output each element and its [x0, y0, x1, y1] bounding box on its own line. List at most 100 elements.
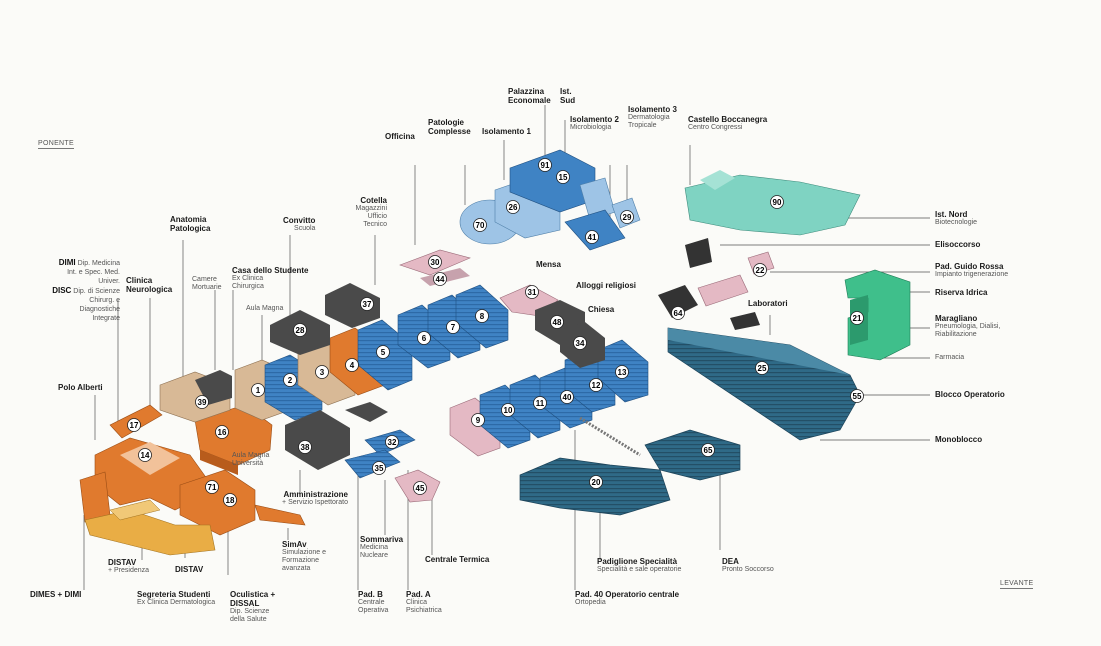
building-marker-45[interactable]: 45 — [413, 481, 427, 495]
building-marker-90[interactable]: 90 — [770, 195, 784, 209]
label-mensa[interactable]: Mensa — [536, 260, 561, 269]
building-marker-55[interactable]: 55 — [850, 389, 864, 403]
label-riserva[interactable]: Riserva Idrica — [935, 288, 988, 297]
building-marker-11[interactable]: 11 — [533, 396, 547, 410]
label-patologie[interactable]: Patologie Complesse — [428, 118, 471, 136]
building-marker-65[interactable]: 65 — [701, 443, 715, 457]
building-marker-39[interactable]: 39 — [195, 395, 209, 409]
label-isolamento1[interactable]: Isolamento 1 — [482, 127, 531, 136]
marker-number: 40 — [563, 393, 572, 402]
label-anatomia[interactable]: Anatomia Patologica — [170, 215, 211, 233]
label-palazzina[interactable]: Palazzina Economale — [508, 87, 551, 105]
building-marker-16[interactable]: 16 — [215, 425, 229, 439]
building-marker-38[interactable]: 38 — [298, 440, 312, 454]
west-cluster-yellow — [84, 499, 216, 556]
marker-number: 1 — [256, 386, 261, 395]
building-marker-5[interactable]: 5 — [376, 345, 390, 359]
label-polo-alberti[interactable]: Polo Alberti — [58, 383, 103, 392]
building-marker-20[interactable]: 20 — [589, 475, 603, 489]
label-dimes-dimi[interactable]: DIMES + DIMI — [30, 590, 82, 599]
building-marker-9[interactable]: 9 — [471, 413, 485, 427]
label-aula-magna[interactable]: Aula Magna — [246, 305, 284, 312]
building-marker-26[interactable]: 26 — [506, 200, 520, 214]
building-marker-15[interactable]: 15 — [556, 170, 570, 184]
building-marker-7[interactable]: 7 — [446, 320, 460, 334]
marker-number: 10 — [504, 406, 513, 415]
label-laboratori[interactable]: Laboratori — [748, 299, 788, 308]
building-marker-2[interactable]: 2 — [283, 373, 297, 387]
building-marker-25[interactable]: 25 — [755, 361, 769, 375]
building-marker-10[interactable]: 10 — [501, 403, 515, 417]
building-marker-35[interactable]: 35 — [372, 461, 386, 475]
label-dimi-disc[interactable]: DIMI Dip. Medicina Int. e Spec. Med. Uni… — [52, 258, 120, 322]
label-alloggi[interactable]: Alloggi religiosi — [576, 281, 637, 290]
building-marker-71[interactable]: 71 — [205, 480, 219, 494]
building-marker-34[interactable]: 34 — [573, 336, 587, 350]
building-marker-12[interactable]: 12 — [589, 378, 603, 392]
marker-circle — [205, 480, 219, 494]
building-marker-37[interactable]: 37 — [360, 297, 374, 311]
building-marker-91[interactable]: 91 — [538, 158, 552, 172]
marker-circle — [471, 413, 485, 427]
label-distav[interactable]: DISTAV — [175, 565, 204, 574]
building-marker-13[interactable]: 13 — [615, 365, 629, 379]
building-marker-44[interactable]: 44 — [433, 272, 447, 286]
building-marker-28[interactable]: 28 — [293, 323, 307, 337]
west-cluster-orange — [79, 404, 306, 536]
building-marker-48[interactable]: 48 — [550, 315, 564, 329]
building-marker-30[interactable]: 30 — [428, 255, 442, 269]
label-farmacia[interactable]: Farmacia — [935, 354, 965, 361]
label-officina[interactable]: Officina — [385, 132, 415, 141]
building-marker-6[interactable]: 6 — [417, 331, 431, 345]
marker-number: 21 — [853, 314, 862, 323]
marker-circle — [701, 443, 715, 457]
label-amministrazione[interactable]: Amministrazione+ Servizio Ispettorato — [282, 490, 348, 506]
label-centrale-termica[interactable]: Centrale Termica — [425, 555, 490, 564]
label-monoblocco[interactable]: Monoblocco — [935, 435, 983, 444]
building-marker-29[interactable]: 29 — [620, 210, 634, 224]
building-marker-22[interactable]: 22 — [753, 263, 767, 277]
label-blocco-operatorio[interactable]: Blocco Operatorio — [935, 390, 1005, 399]
building-marker-4[interactable]: 4 — [345, 358, 359, 372]
building-marker-41[interactable]: 41 — [585, 230, 599, 244]
label-clinica-neuro[interactable]: Clinica Neurologica — [126, 276, 173, 294]
building-marker-31[interactable]: 31 — [525, 285, 539, 299]
building-marker-32[interactable]: 32 — [385, 435, 399, 449]
label-chiesa[interactable]: Chiesa — [588, 305, 615, 314]
building-marker-70[interactable]: 70 — [473, 218, 487, 232]
marker-circle — [671, 306, 685, 320]
building-marker-40[interactable]: 40 — [560, 390, 574, 404]
marker-number: 38 — [301, 443, 310, 452]
building-marker-64[interactable]: 64 — [671, 306, 685, 320]
label-distav-presidenza[interactable]: DISTAV+ Presidenza — [108, 558, 150, 574]
building-marker-1[interactable]: 1 — [251, 383, 265, 397]
building-marker-3[interactable]: 3 — [315, 365, 329, 379]
label-aula-magna-univ[interactable]: Aula Magna Università — [232, 452, 270, 467]
building-marker-14[interactable]: 14 — [138, 448, 152, 462]
building-marker-18[interactable]: 18 — [223, 493, 237, 507]
label-ist-sud[interactable]: Ist. Sud — [560, 87, 576, 105]
building-marker-8[interactable]: 8 — [475, 309, 489, 323]
label-camere[interactable]: Camere Mortuarie — [192, 276, 222, 291]
label-elisoccorso[interactable]: Elisoccorso — [935, 240, 981, 249]
building-marker-21[interactable]: 21 — [850, 311, 864, 325]
building-marker-17[interactable]: 17 — [127, 418, 141, 432]
